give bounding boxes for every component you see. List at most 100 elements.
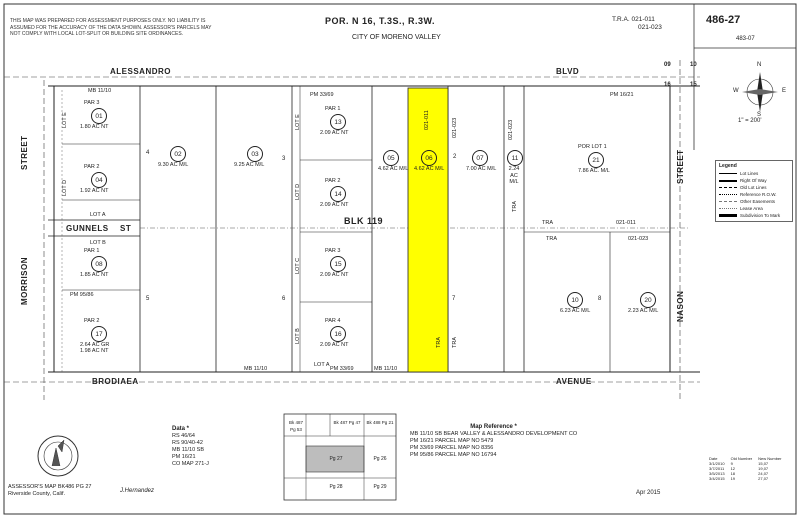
disclaimer-text: This map was prepared for assessment pur…: [10, 18, 212, 37]
plat-ref-pm-east: PM 16/21: [610, 92, 634, 98]
street-morrison-street: STREET: [20, 135, 29, 170]
assessor-signature: J.Hernandez: [120, 488, 155, 494]
parcel-17-number[interactable]: 17: [91, 326, 107, 342]
parcel-08-par: PAR 1: [84, 248, 100, 254]
section-10: 10: [690, 62, 697, 68]
parcel-14-number[interactable]: 14: [330, 186, 346, 202]
legend-item: Old Lot Lines: [719, 184, 789, 191]
assessor-line: ASSESSOR'S MAP BK486 PG 27: [8, 484, 92, 490]
data-block: Data * RS 46/64 RS 90/40-42 MB 11/10 SB …: [172, 426, 209, 468]
lot-number-8: 8: [598, 296, 602, 302]
tra-label-east-code: 021-011: [616, 220, 636, 226]
parcel-10-area: 6.23 AC M/L: [560, 308, 591, 314]
street-brodiaea: BRODIAEA: [92, 377, 139, 386]
parcel-13-par: PAR 1: [325, 106, 341, 112]
lot-d-center: LOT D: [295, 183, 301, 200]
parcel-17-area-net: 1.98 AC NT: [80, 348, 109, 354]
map-reference-line: MB 11/10 SB BEAR VALLEY & ALESSANDRO DEV…: [410, 431, 578, 437]
map-legend: Legend Lot Lines Right Of Way Old Lot Li…: [715, 160, 793, 222]
parcel-03-area: 9.25 AC M/L: [234, 162, 265, 168]
street-nason-street: STREET: [676, 149, 685, 184]
lot-number-3: 3: [282, 156, 286, 162]
street-gunnels-st: ST: [120, 224, 132, 233]
parcel-04-number[interactable]: 04: [91, 172, 107, 188]
data-title: Data *: [172, 426, 190, 432]
street-nason: NASON: [676, 290, 685, 322]
tra-label: T.R.A.: [612, 16, 630, 23]
compass-n-label: N: [757, 62, 762, 68]
parcel-16-par: PAR 4: [325, 318, 341, 324]
parcel-13-area: 2.09 AC NT: [320, 130, 349, 136]
data-line: PM 16/21: [172, 454, 196, 460]
parcel-11-number[interactable]: 11: [507, 150, 523, 166]
parcel-01-number[interactable]: 01: [91, 108, 107, 124]
tra-label-10: TRA: [546, 236, 557, 242]
street-gunnels: GUNNELS: [66, 224, 109, 233]
parcel-10-number[interactable]: 10: [567, 292, 583, 308]
tra-label-06-south: TRA: [436, 337, 442, 348]
index-cell-bk488-21: Bk 488 Pg 21: [366, 420, 394, 425]
compass-s-label: S: [757, 112, 762, 118]
parcel-13-number[interactable]: 13: [330, 114, 346, 130]
legend-title: Legend: [719, 163, 737, 169]
tra-value-1: 021-011: [631, 16, 655, 23]
tra-label-06: 021-011: [424, 110, 430, 130]
map-reference-title: Map Reference *: [470, 424, 517, 430]
block-label: BLK 119: [344, 216, 384, 226]
map-portion-title: POR. N 16, T.3S., R.3W.: [325, 16, 436, 26]
parcel-05-number[interactable]: 05: [383, 150, 399, 166]
parcel-08-number[interactable]: 08: [91, 256, 107, 272]
legend-item: Lot Lines: [719, 170, 789, 177]
index-cell-pg29: Pg 29: [373, 484, 387, 490]
index-cell-pg27: Pg 27: [329, 456, 343, 462]
map-reference-line: PM 95/86 PARCEL MAP NO 16794: [410, 452, 497, 458]
parcel-04-area: 1.92 AC NT: [80, 188, 109, 194]
parcel-21-number[interactable]: 21: [588, 152, 604, 168]
plat-ref-pm-south: PM 33/69: [330, 366, 354, 372]
parcel-15-area: 2.09 AC NT: [320, 272, 349, 278]
tra-header: T.R.A. 021-011 021-023: [612, 16, 662, 32]
parcel-03-number[interactable]: 03: [247, 146, 263, 162]
parcel-16-number[interactable]: 16: [330, 326, 346, 342]
tra-label-east: TRA: [542, 220, 553, 226]
index-cell-bk487-47: Bk 487 Pg 47: [333, 420, 361, 425]
compass-w-label: W: [733, 88, 739, 94]
city-name: CITY OF MORENO VALLEY: [352, 34, 441, 41]
parcel-21-par: POR LOT 1: [578, 144, 607, 150]
parcel-14-par: PAR 2: [325, 178, 341, 184]
lot-number-4: 4: [146, 150, 150, 156]
map-sub-number: 483-07: [736, 36, 755, 42]
parcel-06-number[interactable]: 06: [421, 150, 437, 166]
plat-ref-pm-center: PM 33/69: [310, 92, 334, 98]
map-number: 486-27: [706, 14, 741, 26]
legend-item: Subdivision To Mark: [719, 212, 789, 219]
parcel-07-area: 7.00 AC M/L: [466, 166, 497, 172]
map-date: Apr 2015: [636, 490, 661, 496]
lot-b-center: LOT B: [295, 328, 301, 344]
lot-number-5: 5: [146, 296, 150, 302]
parcel-15-number[interactable]: 15: [330, 256, 346, 272]
parcel-17-par: PAR 2: [84, 318, 100, 324]
lot-number-6: 6: [282, 296, 286, 302]
lot-a-south: LOT A: [314, 362, 330, 368]
history-header: Date: [709, 456, 718, 461]
parcel-15-par: PAR 3: [325, 248, 341, 254]
data-line: CO MAP 271-J: [172, 461, 209, 467]
parcel-20-number[interactable]: 20: [640, 292, 656, 308]
legend-item: Reference R.O.W.: [719, 191, 789, 198]
plat-ref-mb-south: MB 11/10: [374, 366, 398, 372]
parcel-02-number[interactable]: 02: [170, 146, 186, 162]
parcel-04-par: PAR 2: [84, 164, 100, 170]
parcel-05-area: 4.62 AC M/L: [378, 166, 409, 172]
section-16: 16: [664, 82, 671, 88]
parcel-07-number[interactable]: 07: [472, 150, 488, 166]
lot-c-center: LOT C: [295, 257, 301, 274]
lot-e-west: LOT E: [62, 112, 68, 128]
parcel-01-par: PAR 3: [84, 100, 100, 106]
data-line: RS 46/64: [172, 433, 195, 439]
